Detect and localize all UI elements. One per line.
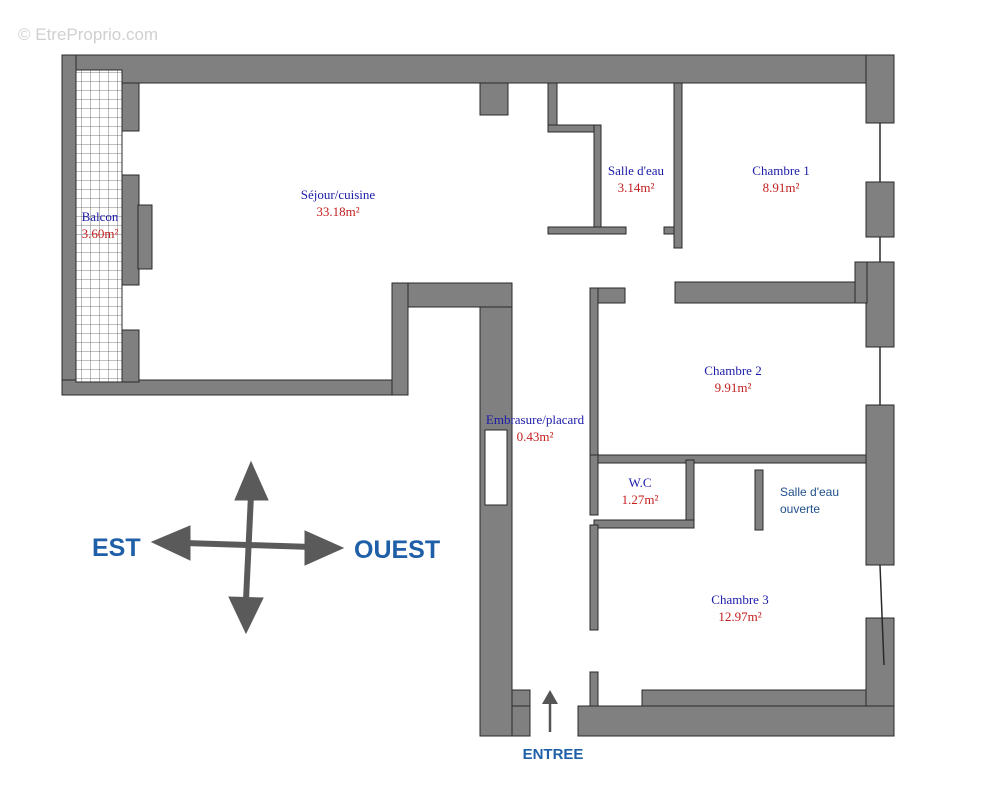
chambre3-label: Chambre 3 [711,592,768,607]
chambre3-area: 12.97m² [718,609,761,624]
room-chambre1: Chambre 1 8.91m² [752,163,809,195]
salle-eau-ouverte-line2: ouverte [780,502,820,516]
watermark: © EtreProprio.com [18,25,158,44]
balcon-label: Balcon [82,209,119,224]
chambre1-label: Chambre 1 [752,163,809,178]
room-chambre3: Chambre 3 12.97m² [711,592,768,624]
room-embrasure: Embrasure/placard 0.43m² [486,412,585,444]
room-chambre2: Chambre 2 9.91m² [704,363,761,395]
wc-label: W.C [629,475,652,490]
room-balcon: Balcon 3.60m² [82,209,119,241]
sejour-area: 33.18m² [316,204,359,219]
embrasure-area: 0.43m² [517,429,554,444]
compass-arrows-icon [150,460,345,635]
salle-eau-label: Salle d'eau [608,163,665,178]
embrasure-label: Embrasure/placard [486,412,585,427]
wc-area: 1.27m² [622,492,659,507]
salle-eau-area: 3.14m² [618,180,655,195]
balcon-area: 3.60m² [82,226,119,241]
chambre1-area: 8.91m² [763,180,800,195]
inner-walls [479,82,868,707]
salle-eau-ouverte-line1: Salle d'eau [780,485,839,499]
entrance: ENTREE [523,690,584,763]
east-label: EST [92,534,141,562]
room-sejour: Séjour/cuisine 33.18m² [301,187,376,219]
entrance-label: ENTREE [523,746,584,763]
chambre2-label: Chambre 2 [704,363,761,378]
west-label: OUEST [354,536,440,564]
room-salle-eau-ouverte: Salle d'eau ouverte [780,485,839,516]
chambre2-area: 9.91m² [715,380,752,395]
balcony [75,69,153,383]
room-salle-eau: Salle d'eau 3.14m² [608,163,665,195]
sejour-label: Séjour/cuisine [301,187,376,202]
entrance-arrow-icon [542,690,558,732]
compass: EST OUEST [92,460,440,635]
room-wc: W.C 1.27m² [622,475,659,507]
outer-walls [61,54,895,737]
